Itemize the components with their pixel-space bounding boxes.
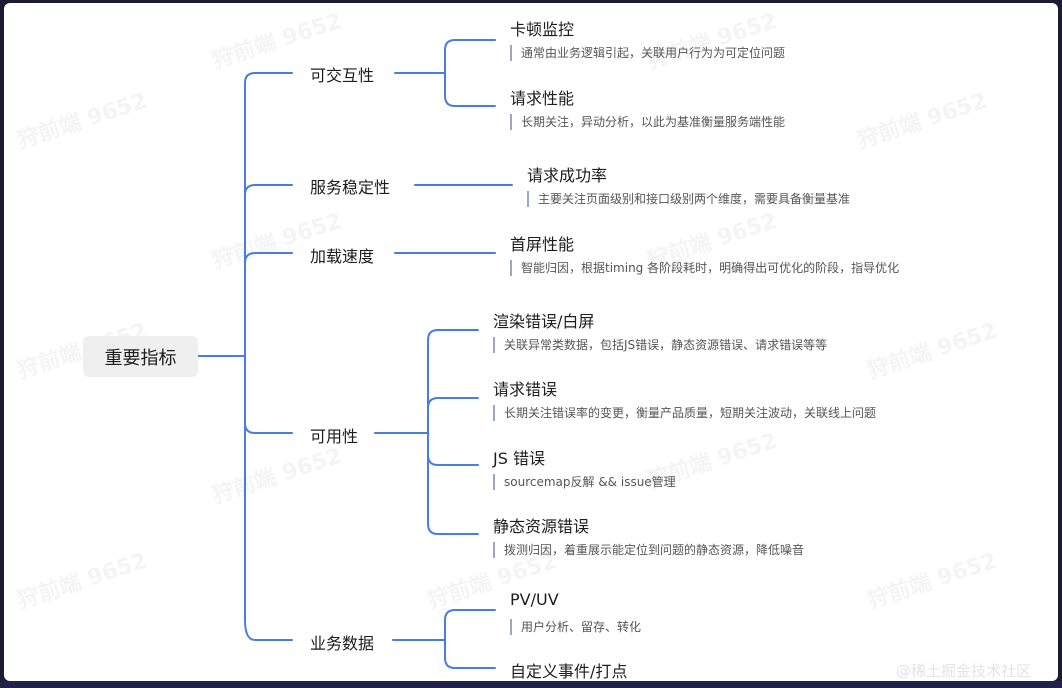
spine-bottom xyxy=(244,355,293,641)
leaf-title[interactable]: PV/UV xyxy=(510,590,559,609)
leaf-note: sourcemap反解 && issue管理 xyxy=(493,474,676,490)
branch-label[interactable]: 业务数据 xyxy=(310,634,375,653)
spine-branch xyxy=(244,252,293,264)
leaf-title[interactable]: 卡顿监控 xyxy=(510,20,575,39)
spine-branch xyxy=(244,422,293,434)
leaf-title[interactable]: 请求错误 xyxy=(493,380,558,399)
leaf-title[interactable]: 首屏性能 xyxy=(510,235,575,254)
leaf-title[interactable]: 渲染错误/白屏 xyxy=(493,312,595,331)
leaf-title[interactable]: 请求成功率 xyxy=(527,166,608,185)
leaf-note: 关联异常类数据，包括JS错误，静态资源错误、请求错误等等 xyxy=(493,337,827,353)
branch-label[interactable]: 加载速度 xyxy=(310,247,375,266)
leaf-title[interactable]: 请求性能 xyxy=(510,89,575,108)
leaf-title[interactable]: JS 错误 xyxy=(493,449,545,468)
leaf-note: 主要关注页面级别和接口级别两个维度，需要具备衡量基准 xyxy=(527,191,850,207)
leaf-connector xyxy=(427,397,479,434)
leaf-connector xyxy=(444,39,496,74)
leaf-note: 长期关注，异动分析，以此为基准衡量服务端性能 xyxy=(510,114,785,130)
site-credit: @稀土掘金技术社区 xyxy=(896,662,1032,680)
branch-label[interactable]: 可用性 xyxy=(310,427,359,446)
root-node[interactable]: 重要指标 xyxy=(83,336,198,377)
leaf-note: 智能归因，根据timing 各阶段耗时，明确得出可优化的阶段，指导优化 xyxy=(510,260,899,276)
leaf-note: 长期关注错误率的变更，衡量产品质量，短期关注波动，关联线上问题 xyxy=(493,405,876,421)
leaf-connector xyxy=(444,609,496,641)
spine-top xyxy=(244,72,293,357)
leaf-note: 拨测归因，着重展示能定位到问题的静态资源，降低噪音 xyxy=(493,542,804,558)
leaf-title[interactable]: 静态资源错误 xyxy=(493,517,590,536)
branch-label[interactable]: 可交互性 xyxy=(310,66,375,85)
leaf-connector xyxy=(444,639,496,669)
leaf-connector xyxy=(444,72,496,107)
spine-branch xyxy=(244,184,293,196)
leaf-connector xyxy=(427,432,479,466)
leaf-note: 通常由业务逻辑引起，关联用户行为为可定位问题 xyxy=(510,45,785,61)
bottom-strip xyxy=(0,681,1062,688)
branch-label[interactable]: 服务稳定性 xyxy=(310,178,391,197)
leaf-note: 用户分析、留存、转化 xyxy=(510,619,641,635)
leaf-title[interactable]: 自定义事件/打点 xyxy=(510,662,628,681)
leaf-connector xyxy=(427,329,479,434)
leaf-connector xyxy=(427,432,479,535)
